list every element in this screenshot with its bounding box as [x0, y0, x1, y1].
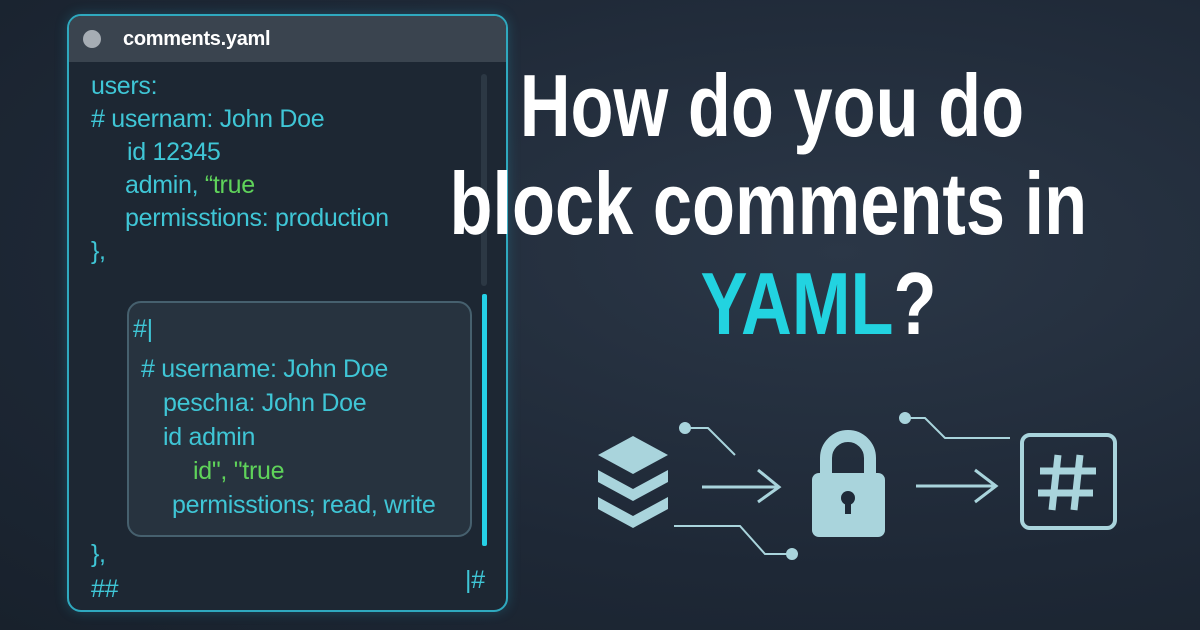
- question-mark: ?: [893, 254, 937, 353]
- block-start-marker: #|: [133, 315, 153, 343]
- code-line: permisstions; read, write: [172, 491, 436, 519]
- circuit-lines: [674, 412, 1010, 560]
- code-line: id 12345: [127, 138, 221, 166]
- code-line: admin, “true: [125, 169, 255, 202]
- code-line: # usernam: John Doe: [91, 105, 325, 133]
- code-line: ##: [91, 575, 119, 603]
- window-dot-icon[interactable]: [83, 30, 101, 48]
- code-editor-window: comments.yaml users: # usernam: John Doe…: [67, 14, 508, 612]
- lock-icon: [812, 430, 885, 537]
- scrollbar-thumb[interactable]: [482, 294, 487, 546]
- file-name: comments.yaml: [123, 27, 271, 50]
- headline-text: block comments in: [449, 154, 1088, 253]
- code-line: permisstions: production: [125, 204, 389, 232]
- hash-icon: [1020, 433, 1117, 530]
- code-line: id admin: [163, 423, 256, 451]
- editor-tab-bar: comments.yaml: [69, 16, 506, 62]
- block-end-marker: |#: [465, 566, 485, 594]
- code-line: id", "true: [193, 457, 285, 485]
- code-key: admin,: [125, 171, 205, 199]
- scrollbar-track[interactable]: [481, 74, 487, 286]
- code-line: users:: [91, 72, 158, 100]
- code-line: },: [91, 540, 106, 568]
- block-comment-box: #| # username: John Doe peschıa: John Do…: [127, 301, 472, 537]
- layers-icon: [598, 436, 668, 528]
- arrow-right-icon: [702, 468, 782, 504]
- headline-text: How do you do: [519, 56, 1025, 155]
- code-line: # username: John Doe: [141, 355, 388, 383]
- headline-text: YAML?: [701, 260, 937, 348]
- code-line: peschıa: John Doe: [163, 389, 367, 417]
- yaml-accent: YAML: [700, 254, 894, 353]
- code-line: },: [91, 237, 106, 265]
- arrow-right-icon: [916, 468, 999, 504]
- code-string: “true: [204, 171, 255, 199]
